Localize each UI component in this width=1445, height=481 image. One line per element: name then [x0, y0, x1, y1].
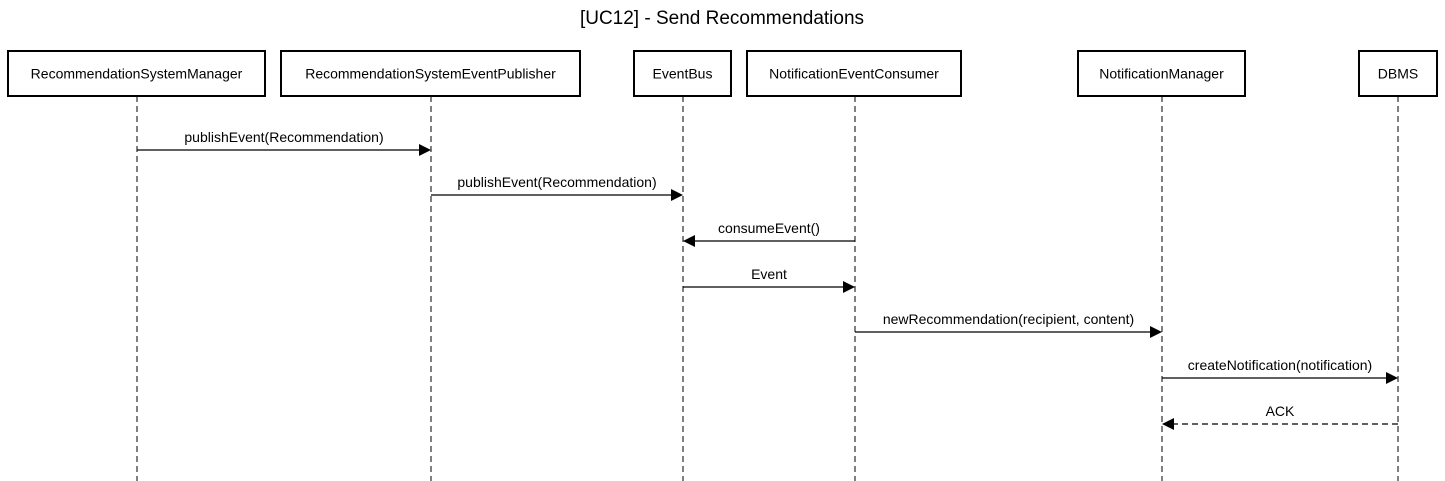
message-label: newRecommendation(recipient, content) [883, 311, 1134, 327]
actor-label: RecommendationSystemManager [31, 66, 243, 82]
message-label: publishEvent(Recommendation) [184, 129, 383, 145]
actor-box [633, 50, 732, 97]
arrowhead-icon [1150, 326, 1162, 338]
actor-box [280, 50, 581, 97]
actor-RecommendationSystemManager: RecommendationSystemManager [7, 50, 266, 97]
arrowhead-icon [671, 189, 683, 201]
actor-box [1077, 50, 1246, 97]
arrowhead-icon [683, 235, 695, 247]
actor-box [1358, 50, 1438, 97]
message-2: consumeEvent() [683, 220, 855, 247]
actor-NotificationManager: NotificationManager [1077, 50, 1246, 97]
message-label: publishEvent(Recommendation) [457, 174, 656, 190]
message-label: createNotification(notification) [1188, 357, 1372, 373]
actor-label: RecommendationSystemEventPublisher [305, 66, 556, 82]
actor-box [746, 50, 962, 97]
message-1: publishEvent(Recommendation) [431, 174, 683, 201]
arrowhead-icon [843, 281, 855, 293]
message-5: createNotification(notification) [1162, 357, 1398, 384]
actor-label: NotificationManager [1099, 66, 1224, 82]
message-label: Event [751, 266, 787, 282]
arrowhead-icon [419, 144, 431, 156]
arrowhead-icon [1386, 372, 1398, 384]
message-3: Event [683, 266, 855, 293]
message-4: newRecommendation(recipient, content) [855, 311, 1162, 338]
actor-EventBus: EventBus [633, 50, 732, 97]
diagram-title: [UC12] - Send Recommendations [580, 8, 864, 29]
actor-label: EventBus [653, 66, 713, 82]
arrowhead-icon [1162, 418, 1174, 430]
actor-NotificationEventConsumer: NotificationEventConsumer [746, 50, 962, 97]
actor-DBMS: DBMS [1358, 50, 1438, 97]
message-6: ACK [1162, 403, 1398, 430]
actor-box [7, 50, 266, 97]
message-label: ACK [1266, 403, 1295, 419]
actor-RecommendationSystemEventPublisher: RecommendationSystemEventPublisher [280, 50, 581, 97]
message-label: consumeEvent() [718, 220, 820, 236]
actor-label: NotificationEventConsumer [769, 66, 939, 82]
message-0: publishEvent(Recommendation) [137, 129, 431, 156]
actor-label: DBMS [1378, 66, 1418, 82]
